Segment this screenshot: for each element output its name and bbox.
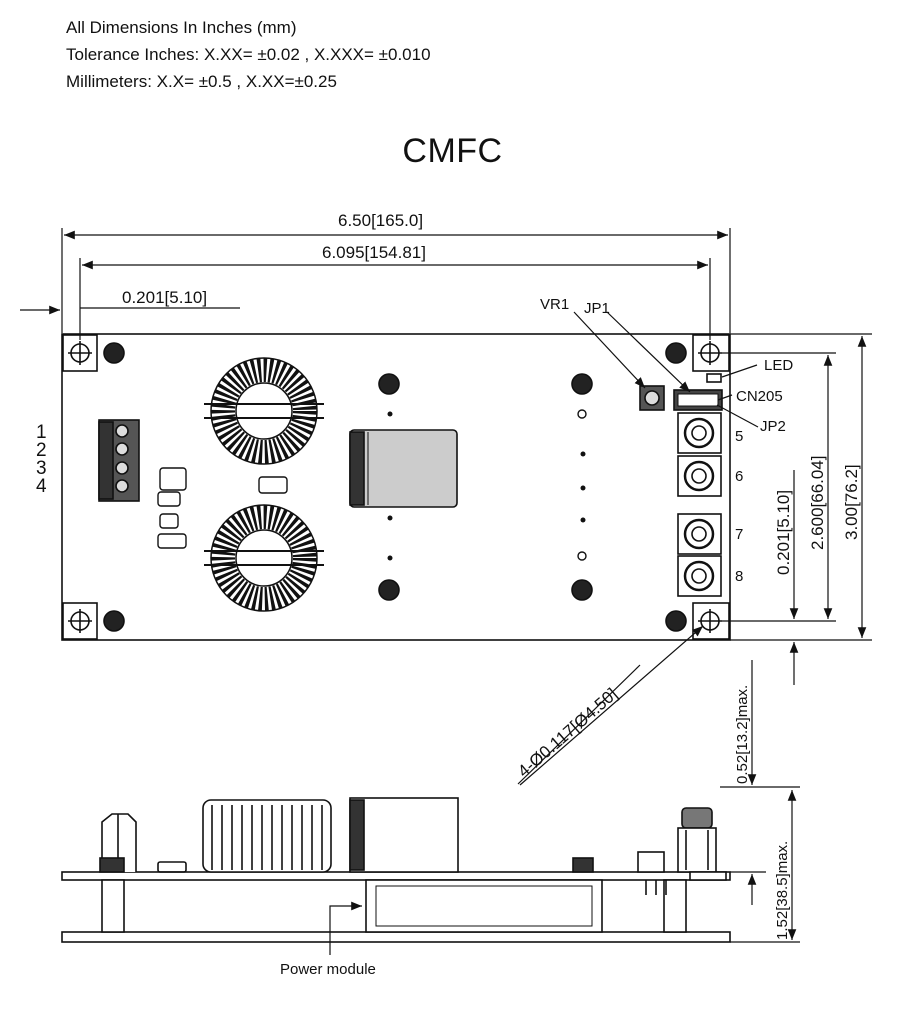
label-jp2: JP2	[760, 418, 786, 435]
pin-label-4: 4	[36, 476, 47, 497]
hole-callout-baseline	[517, 664, 641, 785]
dim-width-holes: 6.095[154.81]	[322, 243, 426, 262]
pin-label-8: 8	[735, 568, 743, 585]
drawing-title: CMFC	[402, 132, 503, 170]
dim-height-holes: 2.600[66.04]	[808, 455, 827, 550]
label-led: LED	[764, 357, 793, 374]
side-terminal	[99, 813, 187, 873]
notes-tolerance-mm: Millimeters: X.X= ±0.5 , X.XX=±0.25	[66, 72, 337, 91]
dim-hole-offset-y: 0.201[5.10]	[774, 490, 793, 575]
pin-label-7: 7	[735, 526, 743, 543]
bulk-capacitor	[349, 429, 458, 508]
notes-units: All Dimensions In Inches (mm)	[66, 18, 297, 37]
input-terminal-block	[98, 419, 140, 502]
label-vr1: VR1	[540, 296, 569, 313]
dim-total-height: 1.52[38.5]max.	[774, 841, 791, 940]
dim-width-overall: 6.50[165.0]	[338, 211, 423, 230]
dim-component-height: 0.52[13.2]max.	[734, 685, 751, 784]
dim-height-overall: 3.00[76.2]	[842, 464, 861, 540]
label-cn205: CN205	[736, 388, 783, 405]
top-view	[20, 228, 872, 786]
toroid-inductor-upper	[204, 357, 324, 465]
output-connectors	[677, 412, 722, 597]
toroid-inductor-lower	[204, 504, 324, 612]
screw-heads	[103, 342, 687, 632]
trimmer-vr1	[639, 385, 665, 411]
label-power-module: Power module	[280, 961, 376, 978]
horizontal-dimensions	[20, 228, 731, 340]
hole-callout-leader	[519, 625, 704, 786]
small-components	[157, 467, 288, 549]
dimension-notes: All Dimensions In Inches (mm) Tolerance …	[66, 14, 431, 95]
pin-label-2: 2	[36, 440, 47, 461]
side-dimensions	[720, 660, 800, 943]
header-cn205	[673, 389, 723, 411]
side-view	[61, 660, 800, 955]
pin-label-3: 3	[36, 458, 47, 479]
power-module-leader	[329, 901, 362, 955]
side-main-pcb	[61, 871, 731, 881]
side-capacitor	[349, 797, 459, 873]
dim-hole-offset-x: 0.201[5.10]	[122, 288, 207, 307]
side-power-module	[365, 879, 603, 933]
side-heatsink	[202, 799, 332, 873]
notes-tolerance-inches: Tolerance Inches: X.XX= ±0.02 , X.XXX= ±…	[66, 45, 431, 64]
via-dots	[387, 409, 587, 561]
side-base-plate	[61, 931, 731, 943]
pin-label-5: 5	[735, 428, 743, 445]
vertical-dimensions	[722, 333, 872, 685]
label-leaders	[573, 311, 759, 428]
dim-hole-callout: 4-Ø0.117[Ø4.50]	[514, 684, 621, 781]
label-jp1: JP1	[584, 300, 610, 317]
led-indicator	[706, 373, 722, 383]
pin-label-6: 6	[735, 468, 743, 485]
pin-label-1: 1	[36, 422, 47, 443]
side-output-connector	[637, 807, 727, 895]
